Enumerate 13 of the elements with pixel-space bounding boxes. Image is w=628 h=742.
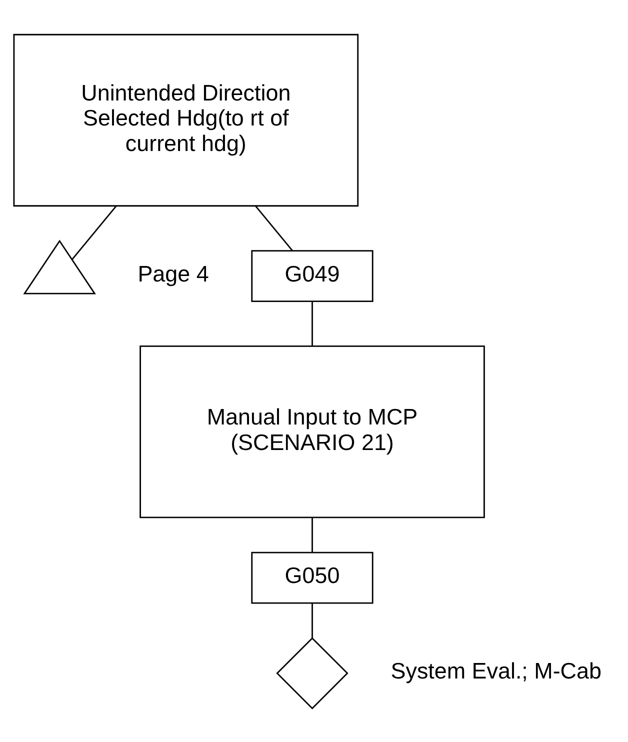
- node-triangle: [23, 239, 96, 294]
- node-box: Unintended Direction Selected Hdg(to rt of current hdg): [13, 33, 359, 206]
- connector: [312, 300, 313, 346]
- node-label: System Eval.; M-Cab: [390, 658, 602, 684]
- node-box: G050: [251, 551, 374, 604]
- node-label: Page 4: [138, 260, 209, 286]
- node-box: Manual Input to MCP (SCENARIO 21): [140, 345, 485, 518]
- connector: [312, 517, 313, 552]
- node-diamond: [276, 636, 348, 709]
- node-box: G049: [251, 250, 374, 302]
- connector: [72, 205, 117, 260]
- connector: [312, 603, 313, 638]
- connector: [255, 205, 293, 251]
